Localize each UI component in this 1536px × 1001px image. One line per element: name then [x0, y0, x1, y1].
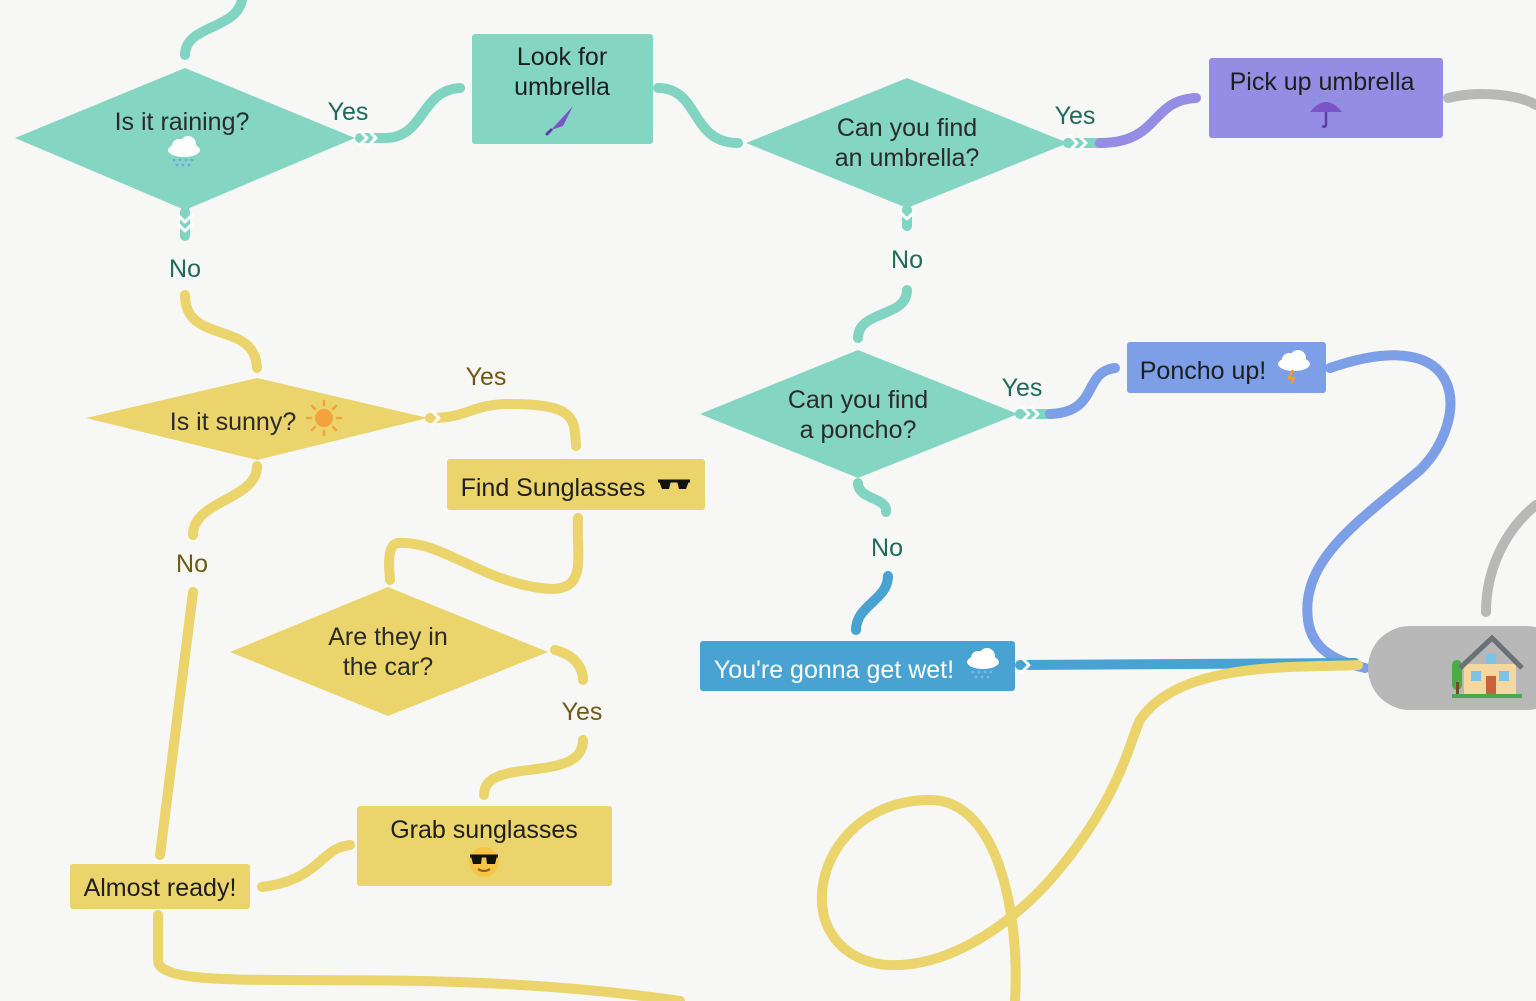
- connector-sunglasses-to-car: [384, 513, 584, 594]
- connector-grab-to-almost: [257, 840, 355, 892]
- poncho-up-label: Poncho up!: [1139, 357, 1267, 385]
- is-raining-label: Is it raining?: [114, 108, 250, 136]
- decision-is-sunny: [86, 378, 428, 460]
- connector-poncho-no: [853, 478, 891, 517]
- connector-car-yes-b: [479, 735, 588, 800]
- find-sunglasses-label: Find Sunglasses: [460, 474, 646, 502]
- connector-raining-yes: [355, 83, 465, 143]
- process-grab-sunglasses: [357, 806, 612, 886]
- process-pick-up-umbrella: [1209, 58, 1443, 138]
- process-gonna-get-wet: [700, 641, 1015, 691]
- rain-cloud-icon: [967, 648, 999, 679]
- process-find-sunglasses: [447, 459, 705, 510]
- connector-sunny-yes: [425, 399, 581, 451]
- process-almost-ready: [70, 864, 250, 909]
- connector-umbrella-no-b: [853, 285, 912, 343]
- connector-almost-to-bottom: [153, 910, 685, 1001]
- edge-label-car-yes: Yes: [561, 698, 603, 726]
- decision-find-poncho: [700, 350, 1018, 478]
- house-icon: [1452, 634, 1524, 698]
- cool-face-icon: [469, 847, 499, 877]
- gonna-get-wet-label: You're gonna get wet!: [713, 656, 955, 684]
- edge-label-sunny-yes: Yes: [465, 363, 507, 391]
- decision-find-umbrella: [746, 78, 1068, 208]
- edge-label-raining-no: No: [169, 255, 201, 283]
- is-sunny-label: Is it sunny?: [169, 408, 297, 436]
- in-car-line2: the car?: [342, 653, 434, 681]
- edge-label-poncho-yes: Yes: [1001, 374, 1043, 402]
- edge-label-raining-yes: Yes: [327, 98, 369, 126]
- connector-to-pick-up: [1095, 93, 1201, 148]
- find-umbrella-line2: an umbrella?: [834, 144, 980, 172]
- edge-label-poncho-no: No: [871, 534, 903, 562]
- connector-sunny-no-a: [188, 461, 262, 540]
- connector-raining-no-b: [180, 290, 262, 373]
- find-poncho-line1: Can you find: [787, 386, 929, 414]
- sunglasses-icon: [658, 479, 690, 489]
- sun-icon: [305, 399, 343, 437]
- edge-label-sunny-no: No: [176, 550, 208, 578]
- almost-ready-label: Almost ready!: [83, 874, 237, 902]
- connector-pickup-to-home: [1443, 89, 1536, 110]
- process-look-for-umbrella: [472, 34, 653, 144]
- connector-poncho-no-b: [851, 571, 893, 635]
- connector-gray-to-home: [1481, 500, 1536, 617]
- edge-label-umbrella-no: No: [891, 246, 923, 274]
- connector-yellow-loop: [816, 660, 1363, 1001]
- connector-look-to-umbrella: [653, 83, 743, 148]
- process-poncho-up: [1127, 342, 1326, 393]
- edge-label-umbrella-yes: Yes: [1054, 102, 1096, 130]
- grab-sunglasses-label: Grab sunglasses: [390, 816, 578, 844]
- pick-up-umbrella-label: Pick up umbrella: [1229, 68, 1415, 96]
- look-for-umbrella-line2: umbrella: [514, 73, 610, 101]
- look-for-umbrella-line1: Look for: [516, 43, 608, 71]
- in-car-line1: Are they in: [328, 623, 448, 651]
- connector-to-poncho-up: [1045, 363, 1120, 419]
- find-umbrella-line1: Can you find: [836, 114, 978, 142]
- find-poncho-line2: a poncho?: [799, 416, 917, 444]
- umbrella-rain-icon: [1310, 94, 1342, 128]
- rain-cloud-icon: [168, 136, 200, 167]
- connector-car-yes-a: [550, 645, 588, 685]
- storm-cloud-icon: [1278, 350, 1310, 385]
- connector-sunny-no-b: [155, 587, 198, 860]
- decision-in-car: [230, 587, 548, 716]
- connector-start-to-raining: [180, 0, 247, 60]
- closed-umbrella-icon: [545, 106, 573, 136]
- connector-poncho-to-home: [1302, 350, 1456, 673]
